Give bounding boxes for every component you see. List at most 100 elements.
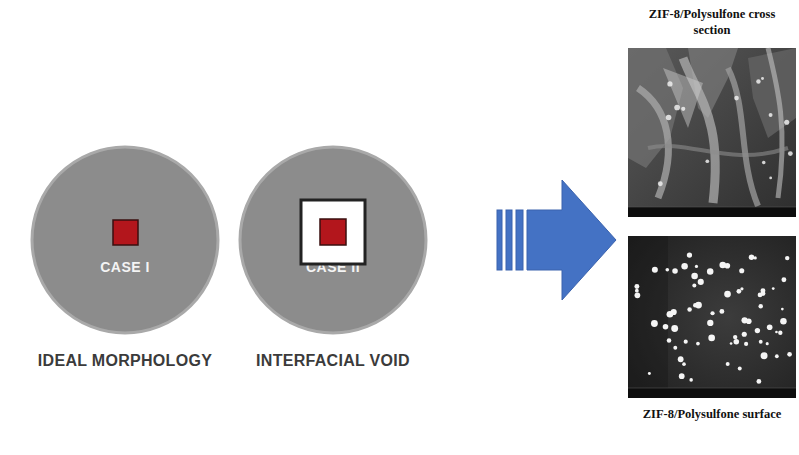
zif-particle: [741, 317, 747, 323]
fiber-strand: [728, 68, 758, 206]
filler-particle: [113, 220, 138, 245]
circle-outline: [30, 145, 220, 335]
zif-particle: [746, 318, 752, 324]
sem-image-panel: ZIF-8/Polysulfone surface: [628, 236, 796, 398]
arrow-stripe: [516, 210, 523, 270]
zif-particle: [681, 263, 687, 269]
fiber-strand: [648, 146, 788, 155]
interfacial-void: [301, 200, 365, 264]
scale-bar-strip: [628, 388, 796, 398]
zif-particle: [679, 373, 685, 379]
scale-bar-line: [628, 207, 796, 208]
zif-particle: [780, 318, 787, 325]
zif-particle: [742, 332, 747, 337]
zif-particle: [758, 293, 763, 298]
composite-circle: CASE IIINTERFACIAL VOID: [238, 145, 428, 335]
fiber-region: [748, 48, 796, 138]
zif-particle: [673, 346, 677, 350]
zif-particle: [695, 302, 702, 309]
zif-particle: [687, 252, 692, 257]
zif-particle: [755, 328, 760, 333]
zif-particle: [667, 338, 672, 343]
zif-particle: [707, 268, 714, 275]
sem-background: [628, 48, 796, 217]
image-title: ZIF-8/Polysulfone cross section: [642, 6, 782, 38]
image-caption: ZIF-8/Polysulfone surface: [642, 406, 782, 422]
zif-particle: [754, 256, 757, 259]
zif-particle: [778, 331, 782, 335]
zif-particle: [705, 159, 709, 163]
case-label: CASE I: [30, 258, 220, 276]
zif-particle: [667, 81, 672, 86]
zif-particle: [691, 273, 698, 280]
zif-particle: [733, 335, 737, 339]
scale-bar-line: [628, 388, 796, 389]
arrow-stripe: [497, 210, 502, 270]
zif-particle: [651, 320, 658, 327]
zif-particle: [756, 79, 760, 83]
zif-particle: [724, 291, 731, 298]
morphology-heading: INTERFACIAL VOID: [208, 351, 458, 371]
zif-particle: [769, 113, 773, 117]
sem-image-panel: ZIF-8/Polysulfone cross section: [628, 48, 796, 217]
zif-particle: [739, 268, 744, 273]
sem-background: [628, 236, 796, 398]
zif-particle: [734, 339, 740, 345]
zif-particle: [698, 279, 704, 285]
zif-particle: [749, 254, 754, 259]
zif-particle: [719, 309, 724, 314]
zif-particle: [760, 291, 765, 296]
zif-particle: [738, 367, 742, 371]
zif-particle: [725, 263, 731, 269]
zif-particle: [689, 378, 693, 382]
arrow-body: [527, 180, 616, 300]
zif-particle: [692, 283, 696, 287]
composite-circle: CASE IIDEAL MORPHOLOGY: [30, 145, 220, 335]
zif-particle: [693, 303, 697, 307]
zif-particle: [772, 287, 775, 290]
sem-cross-section-image: [628, 48, 796, 217]
zif-particle: [769, 177, 772, 180]
filler-particle: [320, 219, 346, 245]
zif-particle: [666, 115, 672, 121]
zif-particle: [674, 105, 680, 111]
zif-particle: [635, 292, 641, 298]
zif-particle: [762, 161, 766, 165]
zif-particle: [788, 151, 793, 156]
zif-particle: [736, 289, 741, 294]
zif-particle: [761, 77, 764, 80]
zif-particle: [687, 307, 692, 312]
zif-particle: [726, 362, 730, 366]
zif-particle: [781, 277, 786, 282]
zif-particle: [759, 340, 763, 344]
zif-particle: [695, 265, 698, 268]
zif-particle: [671, 309, 677, 315]
circle-outline: [238, 145, 428, 335]
zif-particle: [663, 324, 669, 330]
zif-particle: [730, 342, 733, 345]
fiber-strand: [638, 88, 668, 198]
zif-particle: [775, 354, 779, 358]
scale-bar-strip: [628, 207, 796, 217]
zif-particle: [756, 379, 761, 384]
zif-particle: [671, 325, 678, 332]
fiber-region: [628, 48, 683, 168]
zif-particle: [666, 268, 670, 272]
zif-particle: [681, 107, 685, 111]
zif-particle: [744, 342, 748, 346]
fiber-region: [663, 68, 703, 128]
zif-particle: [708, 335, 715, 342]
zif-particle: [682, 362, 686, 366]
zif-particle: [667, 311, 674, 318]
sem-shadow: [628, 236, 668, 388]
fiber-region: [688, 48, 738, 118]
zif-particle: [767, 324, 773, 330]
zif-particle: [696, 342, 700, 346]
zif-particle: [672, 268, 678, 274]
zif-particle: [719, 262, 726, 269]
fiber-strand: [768, 48, 782, 198]
zif-particle: [710, 311, 714, 315]
fiber-strand: [683, 58, 715, 203]
